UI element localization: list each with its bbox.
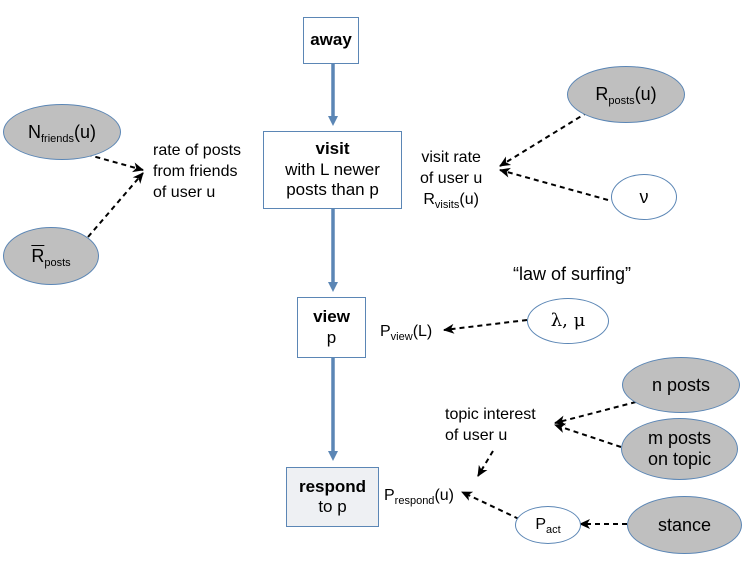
stance-ellipse: stance [627,496,742,554]
m-posts-line2: on topic [647,449,712,469]
dashed-arrow-nposts [554,401,637,426]
m-posts-ellipse: m posts on topic [621,418,738,480]
n-posts-text: n posts [651,374,711,395]
p-view-label: Pview(L) [380,323,433,343]
nu-text: ν [639,186,649,207]
dashed-arrow-rposts-bar [87,172,144,238]
law-of-surfing-label: “law of surfing” [513,264,632,284]
lambda-mu-ellipse: λ, μ [527,298,609,344]
away-box: away [303,17,359,64]
dashed-arrow-mposts [554,423,622,448]
m-posts-line1: m posts [647,428,712,449]
n-posts-ellipse: n posts [622,357,740,413]
dashed-arrow-rposts [499,111,589,167]
p-act-text: Pact [535,515,561,536]
visit-line2: posts than p [286,180,379,200]
visit-rate-label: visit rate of user u Rvisits(u) [420,149,483,211]
respond-title: respond [298,476,367,496]
visit-title: visit [315,139,350,159]
nu-ellipse: ν [611,174,677,220]
r-posts-ellipse: Rposts(u) [567,66,685,123]
respond-line1: to p [318,497,347,516]
n-friends-ellipse: Nfriends(u) [3,104,121,160]
dashed-arrow-pact [461,491,520,520]
p-act-ellipse: Pact [515,506,581,544]
dashed-arrow-topic [477,450,494,477]
lambda-mu-text: λ, μ [550,309,586,331]
r-posts-bar-ellipse: Rposts [3,227,99,285]
view-box: view p [297,297,366,358]
r-posts-text: Rposts(u) [595,84,657,108]
r-posts-bar-text: Rposts [31,245,71,269]
stance-text: stance [657,514,712,535]
visit-box: visit with L newer posts than p [263,131,402,209]
rate-of-posts-label: rate of posts from friends of user u [153,142,242,201]
away-title: away [310,30,352,50]
dashed-arrow-lambda-mu [443,319,528,334]
visit-line1: with L newer [285,159,380,179]
view-title: view [313,307,350,327]
p-respond-label: Prespond(u) [384,487,454,507]
respond-box: respond to p [286,467,379,527]
dashed-arrow-nu [499,167,609,201]
topic-interest-label: topic interest of user u [445,406,536,444]
view-line1: p [326,327,337,347]
n-friends-text: Nfriends(u) [27,121,97,145]
